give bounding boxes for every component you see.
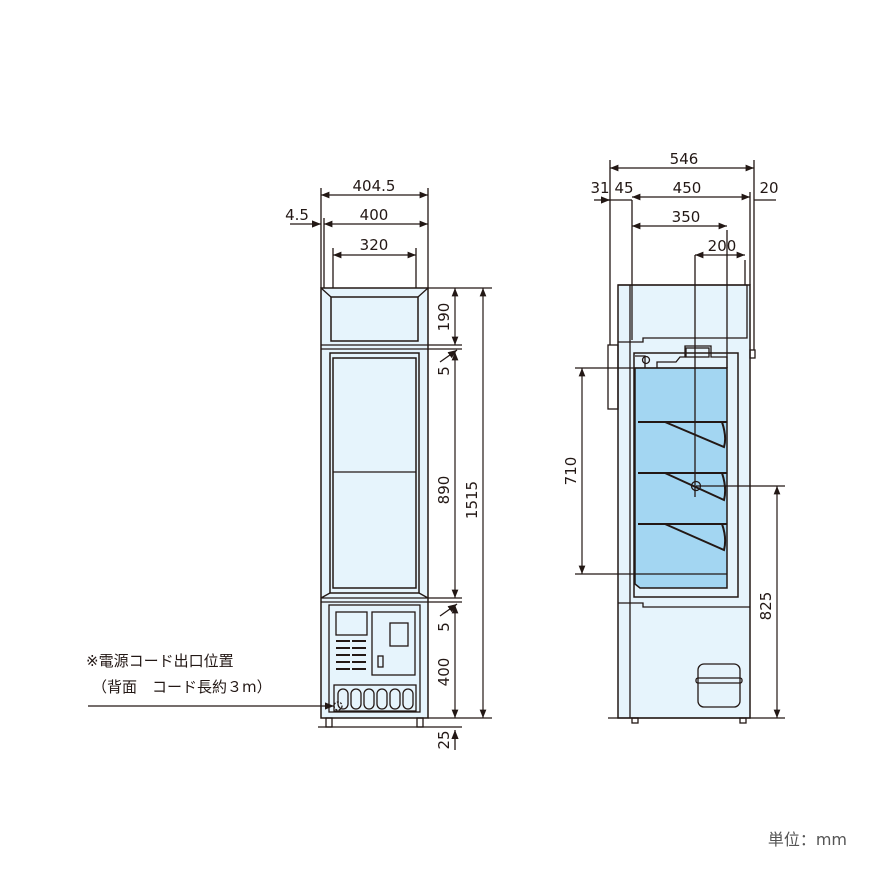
dim-45: 45	[614, 179, 633, 197]
dim-400-width: 400	[360, 206, 389, 224]
dim-450: 450	[673, 179, 702, 197]
dim-31: 31	[590, 179, 609, 197]
unit-label: 単位：mm	[768, 830, 847, 849]
dim-5-upper: 5	[435, 366, 453, 376]
dim-320: 320	[360, 236, 389, 254]
dim-546: 546	[670, 150, 699, 168]
dim-200: 200	[708, 237, 737, 255]
dim-4-5: 4.5	[285, 206, 309, 224]
dim-1515: 1515	[463, 481, 481, 519]
dim-20: 20	[759, 179, 778, 197]
note-line-2: （背面 コード長約３m）	[92, 678, 272, 696]
dim-400-height: 400	[435, 658, 453, 687]
dim-710: 710	[562, 457, 580, 486]
front-view: 404.5 400 4.5 320 190 5 890 5 400 1515 2…	[86, 177, 492, 750]
dim-5-lower: 5	[435, 622, 453, 632]
vent-grille	[336, 640, 366, 670]
dim-25: 25	[435, 730, 453, 749]
dim-890: 890	[435, 476, 453, 505]
dim-190: 190	[435, 303, 453, 332]
side-view: 546 31 45 450 20 350 200 710 825	[562, 150, 785, 724]
dim-404-5: 404.5	[353, 177, 396, 195]
dim-825: 825	[757, 592, 775, 621]
note-line-1: ※電源コード出口位置	[86, 652, 234, 670]
dim-350: 350	[672, 208, 701, 226]
